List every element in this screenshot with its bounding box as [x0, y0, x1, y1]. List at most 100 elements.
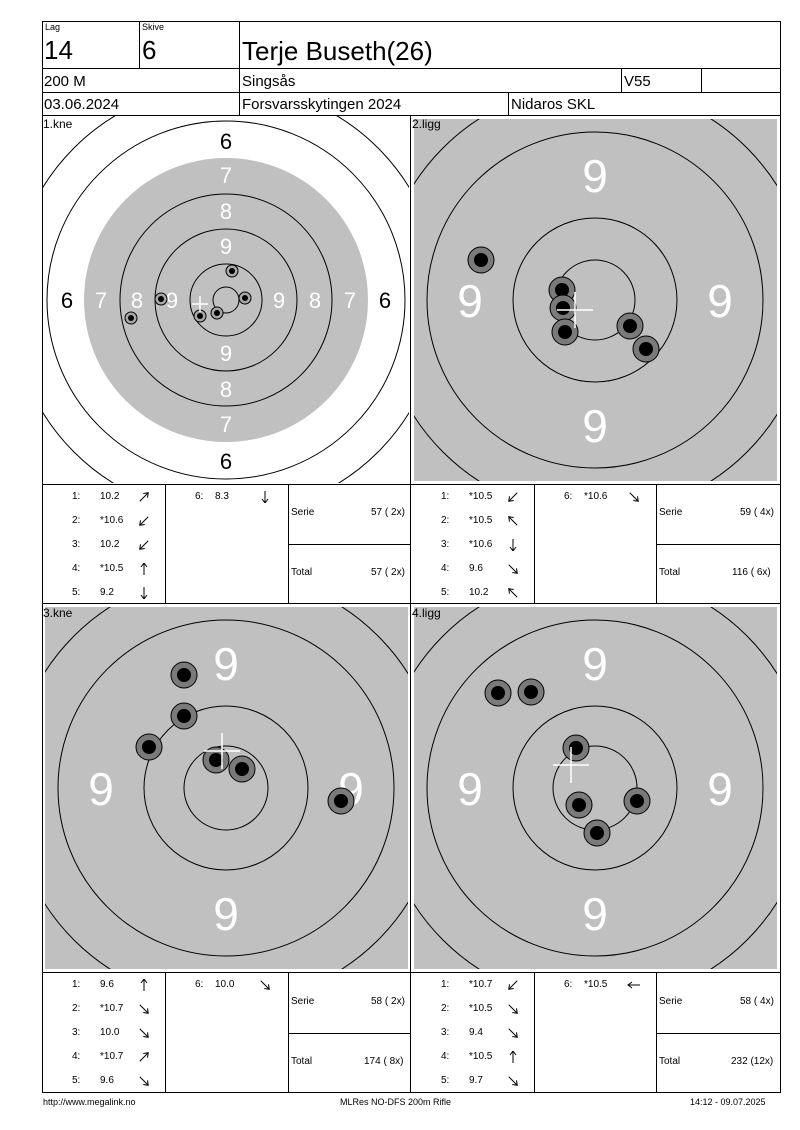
shot-number: 5:: [72, 1075, 81, 1086]
shot-impact-center: [623, 319, 637, 333]
shot-number: 5:: [441, 587, 450, 598]
target-3: 9 9 9 9: [45, 607, 408, 969]
shot-impact-center: [556, 301, 570, 315]
shot-value: *10.5: [584, 979, 608, 990]
ring-7-top: 7: [220, 163, 232, 188]
serie-value-1: 57 ( 2x): [371, 507, 405, 518]
shot-number: 2:: [72, 1003, 81, 1014]
total-label-4: Total: [659, 1056, 681, 1067]
ring-9-left: 9: [88, 763, 114, 815]
direction-arrow-icon: [508, 1028, 518, 1038]
shot-impact-center: [229, 268, 235, 274]
shot-value: 9.6: [100, 979, 114, 990]
target-2: 9 9 9 9: [414, 119, 777, 481]
serie-value-4: 58 ( 4x): [740, 996, 774, 1007]
shot-value: *10.5: [469, 491, 493, 502]
ring-7-bottom: 7: [220, 412, 232, 437]
direction-arrow-icon: [140, 587, 148, 600]
ring-9-top: 9: [582, 150, 608, 202]
direction-arrow-icon: [508, 516, 518, 526]
shot-number: 4:: [72, 1051, 81, 1062]
group-center-crosshair-icon: [204, 733, 240, 769]
shot-number: 6:: [564, 491, 573, 502]
shot-number: 4:: [441, 563, 450, 574]
ring-9-bottom: 9: [582, 888, 608, 940]
group-center-crosshair-icon: [557, 292, 593, 328]
shot-impact-center: [569, 741, 583, 755]
shot-number: 3:: [72, 539, 81, 550]
ring-9-bottom: 9: [213, 888, 239, 940]
ring-9-right: 9: [273, 288, 285, 313]
shooter-name: Terje Buseth(26): [242, 36, 433, 66]
ring-9-top: 9: [213, 638, 239, 690]
shot-impact-center: [158, 296, 164, 302]
direction-arrow-icon: [140, 562, 148, 575]
direction-arrow-icon: [508, 588, 518, 598]
shot-impact-center: [334, 794, 348, 808]
shot-number: 6:: [195, 491, 204, 502]
serie-value-3: 58 ( 2x): [371, 996, 405, 1007]
direction-arrow-icon: [508, 980, 518, 990]
ring-9-left: 9: [457, 275, 483, 327]
direction-arrow-icon: [139, 1028, 149, 1038]
direction-arrow-icon: [139, 1004, 149, 1014]
total-value-1: 57 ( 2x): [371, 567, 405, 578]
shot-number: 4:: [441, 1051, 450, 1062]
direction-arrow-icon: [140, 978, 148, 991]
lag-label: Lag: [45, 22, 61, 32]
ring-6-left: 6: [61, 288, 73, 313]
shot-value: *10.5: [100, 563, 124, 574]
target-4: 9 9 9 9: [414, 607, 777, 969]
shot-value: 9.4: [469, 1027, 483, 1038]
shot-value: 10.2: [100, 539, 120, 550]
shot-value: 9.7: [469, 1075, 483, 1086]
group-center-crosshair-icon: [553, 747, 589, 783]
shot-impact-center: [177, 668, 191, 682]
ring-7-right: 7: [344, 288, 356, 313]
shot-number: 2:: [72, 515, 81, 526]
shot-value: 8.3: [215, 491, 229, 502]
ring-9-bottom: 9: [582, 400, 608, 452]
shot-value: *10.7: [100, 1051, 124, 1062]
shot-value: 10.0: [215, 979, 235, 990]
shot-number: 1:: [441, 491, 450, 502]
shot-value: *10.5: [469, 515, 493, 526]
team-number: 14: [44, 35, 73, 65]
series-label-2: 2.ligg: [412, 117, 441, 131]
ring-8-left: 8: [131, 288, 143, 313]
direction-arrow-icon: [139, 1076, 149, 1086]
club-name: Nidaros SKL: [511, 96, 596, 113]
ring-8-right: 8: [309, 288, 321, 313]
shot-number: 2:: [441, 515, 450, 526]
total-value-2: 116 ( 6x): [732, 567, 771, 578]
shot-impact-center: [474, 253, 488, 267]
total-label-2: Total: [659, 567, 681, 578]
total-value-4: 232 (12x): [731, 1056, 774, 1067]
serie-label-2: Serie: [659, 507, 683, 518]
series-label-3: 3.kne: [43, 606, 73, 620]
ring-9-right: 9: [707, 763, 733, 815]
direction-arrow-icon: [508, 1004, 518, 1014]
shot-number: 1:: [72, 979, 81, 990]
shot-value: *10.6: [584, 491, 608, 502]
shot-value: *10.7: [469, 979, 493, 990]
footer-url[interactable]: http://www.megalink.no: [43, 1097, 136, 1107]
shot-number: 3:: [441, 1027, 450, 1038]
shot-impact-center: [590, 826, 604, 840]
serie-value-2: 59 ( 4x): [740, 507, 774, 518]
shot-impact-center: [197, 313, 203, 319]
ring-9-right: 9: [707, 275, 733, 327]
shot-value: *10.6: [469, 539, 493, 550]
shot-value: 9.6: [100, 1075, 114, 1086]
direction-arrow-icon: [139, 540, 149, 550]
direction-arrow-icon: [139, 492, 149, 502]
total-label-1: Total: [291, 567, 313, 578]
shot-impact-center: [209, 753, 223, 767]
direction-arrow-icon: [261, 491, 269, 504]
direction-arrow-icon: [627, 981, 640, 989]
footer-timestamp: 14:12 - 09.07.2025: [690, 1097, 766, 1107]
distance: 200 M: [44, 73, 86, 90]
shot-number: 2:: [441, 1003, 450, 1014]
ring-8-top: 8: [220, 199, 232, 224]
